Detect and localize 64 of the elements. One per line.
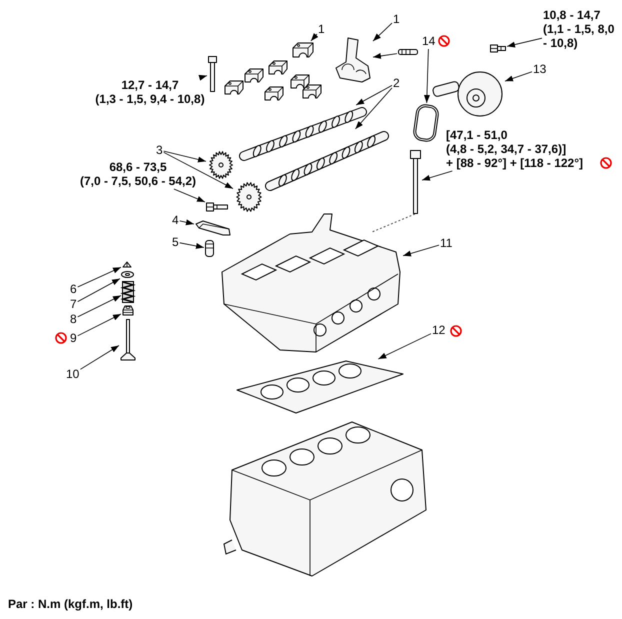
leader-line bbox=[402, 244, 440, 256]
leader-line bbox=[372, 22, 392, 42]
torque-spec: 10,8 - 14,7 (1,1 - 1,5, 8,0 - 10,8) bbox=[543, 8, 619, 50]
camshaft-drawing bbox=[238, 106, 368, 162]
dowel-pin-drawing bbox=[398, 48, 418, 56]
callout-number: 6 bbox=[70, 282, 77, 296]
sprocket-drawing bbox=[234, 180, 264, 214]
callout-number: 5 bbox=[172, 235, 179, 249]
leader-line bbox=[179, 242, 204, 249]
lash-adjuster-drawing bbox=[205, 240, 214, 257]
head-gasket-drawing bbox=[236, 360, 404, 414]
torque-spec: 12,7 - 14,7 (1,3 - 1,5, 9,4 - 10,8) bbox=[70, 78, 230, 106]
leader-line bbox=[422, 170, 453, 181]
rocker-arm-drawing bbox=[195, 220, 231, 236]
vacuum-pump-drawing bbox=[432, 70, 504, 118]
cylinder-head-drawing bbox=[220, 212, 402, 354]
callout-number: 9 bbox=[70, 331, 77, 345]
torque-spec: 68,6 - 73,5 (7,0 - 7,5, 50,6 - 54,2) bbox=[58, 160, 218, 188]
callout-number: 2 bbox=[393, 76, 400, 90]
leader-line bbox=[378, 333, 432, 360]
leader-line bbox=[356, 85, 392, 106]
leader-line bbox=[355, 88, 392, 130]
callout-number: 10 bbox=[66, 367, 80, 381]
callout-number: 14 bbox=[422, 34, 436, 48]
callout-number: 1 bbox=[393, 12, 400, 26]
leader-line bbox=[77, 314, 122, 336]
callout-number: 12 bbox=[432, 323, 446, 337]
leader-line bbox=[77, 278, 120, 302]
valve-drawing bbox=[120, 319, 136, 361]
bolt-drawing bbox=[410, 150, 421, 214]
torque-spec: [47,1 - 51,0 (4,8 - 5,2, 34,7 - 37,6)] + [88 - 92°] + [118 - 122°] bbox=[446, 128, 606, 170]
leader-line bbox=[77, 295, 122, 318]
callout-number: 4 bbox=[172, 213, 179, 227]
callout-number: 8 bbox=[70, 312, 77, 326]
leader-line bbox=[163, 152, 234, 189]
valve-keeper-drawing bbox=[122, 261, 132, 268]
bearing-cap-drawing bbox=[292, 42, 314, 58]
sprocket-drawing bbox=[207, 150, 235, 180]
callout-number: 13 bbox=[533, 62, 546, 76]
callout-number: 3 bbox=[156, 143, 163, 157]
leader-line bbox=[174, 188, 206, 202]
leader-line bbox=[80, 345, 120, 370]
leader-line bbox=[506, 38, 542, 48]
leader-line bbox=[198, 74, 208, 81]
arrow bbox=[372, 52, 398, 59]
bolt-drawing bbox=[206, 202, 228, 212]
callout-number: 7 bbox=[70, 297, 77, 311]
leader-line bbox=[179, 219, 194, 226]
leader-line bbox=[163, 150, 206, 162]
spring-retainer-drawing bbox=[121, 271, 134, 278]
units-note: Par : N.m (kgf.m, lb.ft) bbox=[8, 597, 133, 611]
callout-number: 11 bbox=[440, 236, 452, 250]
leader-line bbox=[424, 48, 430, 104]
leader-line bbox=[504, 71, 532, 82]
camshaft-drawing bbox=[264, 130, 390, 192]
stem-seal-drawing bbox=[122, 305, 134, 316]
valve-spring-drawing bbox=[122, 281, 134, 303]
o-ring-drawing bbox=[414, 104, 438, 142]
bolt-drawing bbox=[490, 44, 506, 53]
bolt-drawing bbox=[208, 56, 217, 92]
leader-line bbox=[77, 266, 122, 288]
bearing-bracket-drawing bbox=[334, 36, 372, 84]
callout-number: 1 bbox=[318, 22, 325, 36]
leader-line bbox=[310, 33, 318, 42]
